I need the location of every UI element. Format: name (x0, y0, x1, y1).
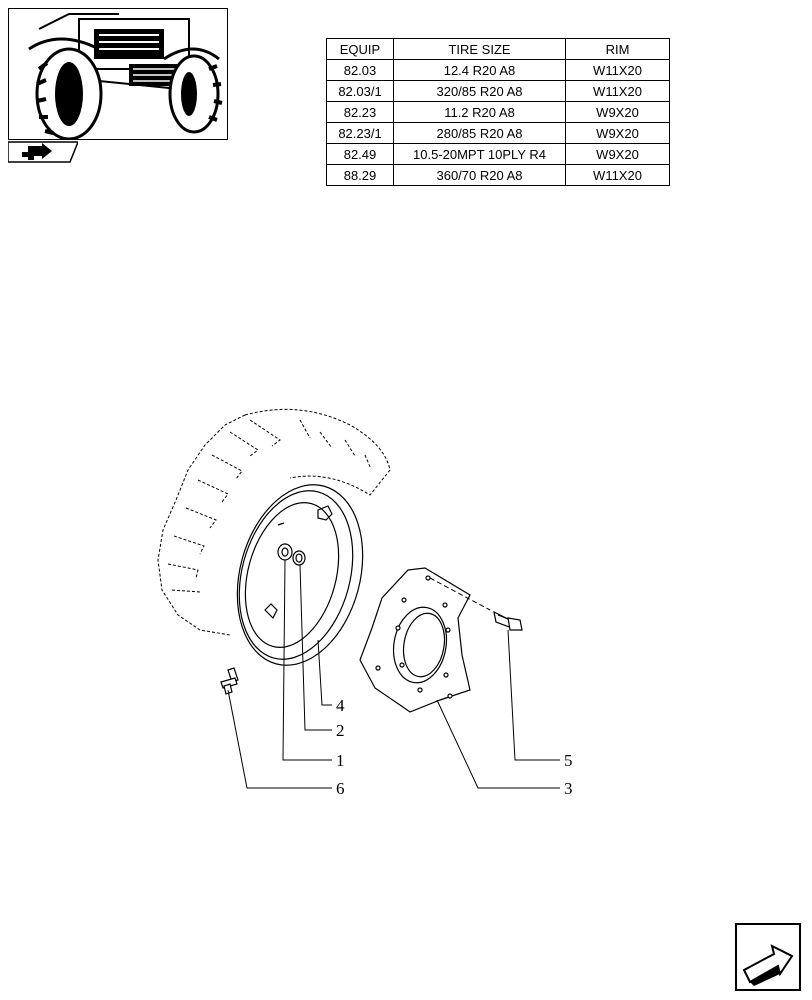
cell-tire-size: 12.4 R20 A8 (393, 59, 566, 81)
callout-4: 4 (336, 696, 345, 715)
tractor-thumbnail (8, 8, 228, 140)
cell-rim: W11X20 (565, 59, 670, 81)
table-header-row: EQUIP TIRE SIZE RIM (326, 38, 670, 60)
cell-equip: 82.23/1 (326, 122, 394, 144)
cell-rim: W9X20 (565, 143, 670, 165)
cell-equip: 82.23 (326, 101, 394, 123)
cell-tire-size: 10.5-20MPT 10PLY R4 (393, 143, 566, 165)
cell-equip: 82.03 (326, 59, 394, 81)
tire-outline (157, 408, 391, 636)
table-row: 82.49 10.5-20MPT 10PLY R4 W9X20 (326, 143, 670, 165)
cell-equip: 82.03/1 (326, 80, 394, 102)
cell-equip: 82.49 (326, 143, 394, 165)
cell-tire-size: 320/85 R20 A8 (393, 80, 566, 102)
washer (292, 550, 306, 566)
leader-lines (227, 559, 560, 789)
next-page-button[interactable] (734, 922, 802, 992)
previous-page-arrow-icon (7, 141, 80, 163)
tire-spec-table: EQUIP TIRE SIZE RIM 82.03 12.4 R20 A8 W1… (326, 38, 670, 186)
rim (236, 484, 364, 666)
previous-page-button[interactable] (7, 140, 80, 164)
tire-valve (220, 667, 239, 695)
cell-rim: W9X20 (565, 122, 670, 144)
callout-2: 2 (336, 721, 345, 740)
wheel-disc (359, 567, 471, 713)
next-page-arrow-icon (735, 923, 801, 991)
table-row: 82.03/1 320/85 R20 A8 W11X20 (326, 80, 670, 102)
bolt-alignment-line (429, 577, 491, 611)
callout-1: 1 (336, 751, 345, 770)
table-row: 82.03 12.4 R20 A8 W11X20 (326, 59, 670, 81)
table-row: 82.23/1 280/85 R20 A8 W9X20 (326, 122, 670, 144)
header-rim: RIM (565, 38, 670, 60)
callout-5: 5 (564, 751, 573, 770)
callout-3: 3 (564, 779, 573, 798)
wheel-exploded-diagram: 4 2 1 6 5 3 (157, 408, 573, 798)
wheel-bolt (493, 610, 523, 631)
header-equip: EQUIP (326, 38, 394, 60)
cell-rim: W9X20 (565, 101, 670, 123)
cell-tire-size: 280/85 R20 A8 (393, 122, 566, 144)
cell-rim: W11X20 (565, 164, 670, 186)
tractor-front-wheels-icon (28, 13, 223, 139)
wheel-nut (277, 543, 293, 561)
header-tire-size: TIRE SIZE (393, 38, 566, 60)
cell-tire-size: 360/70 R20 A8 (393, 164, 566, 186)
table-row: 88.29 360/70 R20 A8 W11X20 (326, 164, 670, 186)
cell-tire-size: 11.2 R20 A8 (393, 101, 566, 123)
cell-equip: 88.29 (326, 164, 394, 186)
cell-rim: W11X20 (565, 80, 670, 102)
callout-6: 6 (336, 779, 345, 798)
table-row: 82.23 11.2 R20 A8 W9X20 (326, 101, 670, 123)
